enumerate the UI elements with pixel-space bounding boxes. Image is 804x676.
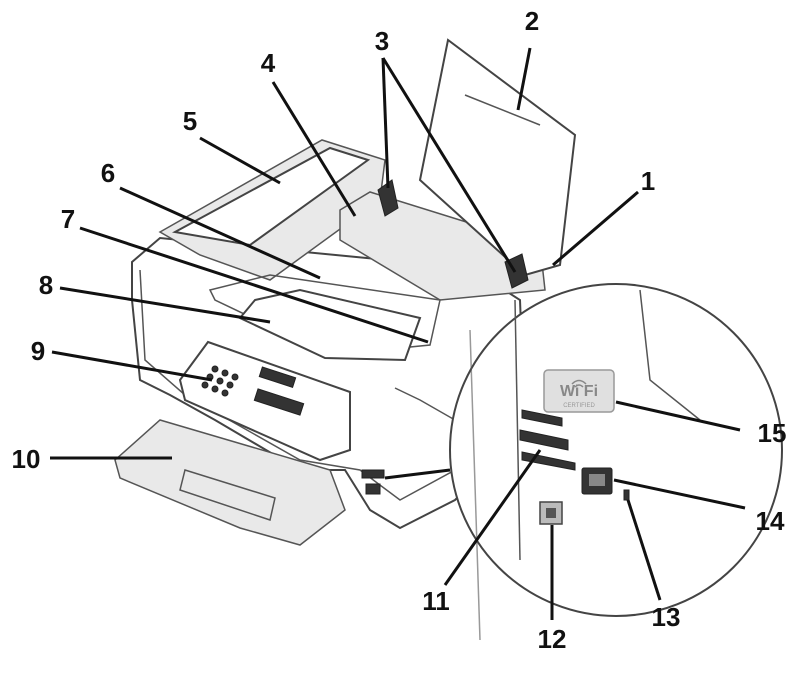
wifi-badge-subtext: CERTIFIED: [563, 403, 595, 409]
leader-11: [443, 449, 542, 586]
memory-card-slot-middle: [519, 429, 569, 451]
leader-9: [51, 350, 213, 382]
callout-15: 15: [758, 418, 787, 448]
callout-6: 6: [101, 158, 115, 188]
callout-8: 8: [39, 270, 53, 300]
leader-5: [199, 136, 281, 185]
callout-9: 9: [31, 336, 45, 366]
printer-card-slots: [361, 469, 385, 479]
printer-usb: [365, 483, 381, 495]
card-reader-light: [623, 489, 630, 501]
magnified-circle: [449, 283, 783, 617]
wifi-badge: Wi Fi CERTIFIED: [543, 369, 615, 413]
leader-14: [613, 478, 746, 510]
panel-display: [253, 388, 305, 416]
leader-6: [119, 186, 321, 280]
callout-10: 10: [12, 444, 41, 474]
wifi-badge-text: Wi Fi: [560, 383, 598, 400]
panel-buttons: [258, 366, 297, 388]
callout-7: 7: [61, 204, 75, 234]
paper-exit-tray: [114, 419, 346, 546]
leader-3b: [381, 57, 517, 273]
callout-5: 5: [183, 106, 197, 136]
callout-2: 2: [525, 6, 539, 36]
leader-1: [552, 190, 639, 267]
callout-3: 3: [375, 26, 389, 56]
leader-3a: [381, 57, 390, 189]
adf-lid: [171, 146, 371, 247]
magnified-ports-view: Wi Fi CERTIFIED: [384, 283, 783, 641]
leader-lines: [50, 47, 746, 620]
leader-13: [626, 499, 662, 601]
scanner-glass: [208, 274, 441, 356]
leader-7: [79, 226, 429, 344]
callout-numbers: 1 2 3 4 5 6 7 8 9 10 11 12 13 14 15: [12, 6, 787, 654]
callout-4: 4: [261, 48, 276, 78]
printer-illustration: [114, 38, 577, 546]
leader-4: [271, 81, 357, 217]
callout-12: 12: [538, 624, 567, 654]
adf-input-tray: [339, 191, 546, 301]
memory-card-slot-top: [521, 409, 563, 427]
leader-15: [615, 400, 741, 432]
leader-2: [516, 47, 532, 111]
callout-13: 13: [652, 602, 681, 632]
callout-11: 11: [422, 586, 450, 616]
callout-14: 14: [756, 506, 785, 536]
leader-8: [59, 286, 271, 324]
callout-1: 1: [641, 166, 655, 196]
